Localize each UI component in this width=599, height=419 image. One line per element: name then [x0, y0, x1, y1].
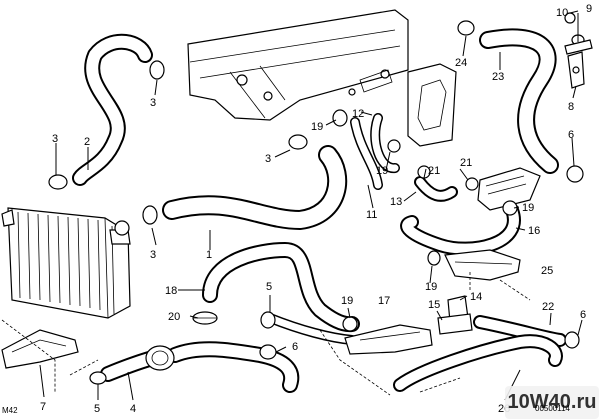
callout-19-right: 19 [522, 202, 534, 214]
pipe-25 [444, 249, 521, 281]
callout-23: 23 [492, 71, 504, 83]
callout-13: 13 [390, 196, 402, 208]
callout-6-right: 6 [580, 309, 586, 321]
leader-lines [39, 10, 583, 401]
hose-22 [473, 315, 567, 347]
hose-6-lower [167, 341, 300, 393]
water-pump-connector [145, 345, 175, 371]
callout-3-left: 3 [52, 133, 58, 145]
callout-labels: 10 9 24 23 8 6 3 2 3 19 12 3 19 21 21 11… [40, 3, 592, 415]
callout-8: 8 [568, 101, 574, 113]
hose-16 [400, 203, 521, 256]
callout-17: 17 [378, 295, 390, 307]
callout-12: 12 [352, 108, 364, 120]
model-code: M42 [2, 406, 18, 415]
callout-7: 7 [40, 401, 46, 413]
callout-18: 18 [165, 285, 177, 297]
callout-25: 25 [541, 265, 553, 277]
hose-13 [414, 176, 458, 202]
callout-19-center: 19 [425, 281, 437, 293]
callout-4: 4 [130, 403, 136, 415]
pipe-17 [344, 324, 433, 355]
radiator [1, 207, 131, 319]
watermark-logo: 10W40.ru [505, 386, 599, 419]
fitting-14-15 [437, 295, 473, 335]
callout-15: 15 [428, 299, 440, 311]
heater-valve-21 [477, 167, 541, 211]
callout-3-mid: 3 [265, 153, 271, 165]
hose-12 [370, 113, 400, 173]
callout-5-bottom: 5 [94, 403, 100, 415]
callout-3-top: 3 [150, 97, 156, 109]
callout-10: 10 [556, 7, 568, 19]
callout-21-right: 21 [460, 157, 472, 169]
callout-19-lower: 19 [341, 295, 353, 307]
callout-11: 11 [366, 209, 377, 221]
callout-16: 16 [528, 225, 540, 237]
assembly-lines [1, 272, 531, 396]
callout-24: 24 [455, 57, 467, 69]
callout-19-upper: 19 [311, 121, 323, 133]
bracket-8 [567, 51, 585, 89]
callout-22: 22 [542, 301, 554, 313]
hose-2 [72, 33, 153, 186]
hose-18 [202, 242, 360, 333]
hose-11 [350, 117, 383, 190]
hose-26 [393, 334, 563, 392]
callout-2: 2 [84, 136, 90, 148]
coolant-fitting-24 [407, 63, 457, 147]
callout-6-upper: 6 [568, 129, 574, 141]
reference-code: 00500114 [535, 404, 570, 413]
hose-1 [162, 145, 348, 230]
callout-3-radiator: 3 [150, 249, 156, 261]
callout-5-mid: 5 [266, 281, 272, 293]
callout-1: 1 [206, 249, 212, 261]
engine-block [187, 9, 409, 121]
callout-6-lower: 6 [292, 341, 298, 353]
callout-20: 20 [168, 311, 180, 323]
hose-23 [479, 28, 559, 174]
callout-19-mid: 19 [376, 165, 388, 177]
callout-9: 9 [586, 3, 592, 15]
callout-14: 14 [470, 291, 482, 303]
callout-21-left: 21 [428, 165, 440, 177]
